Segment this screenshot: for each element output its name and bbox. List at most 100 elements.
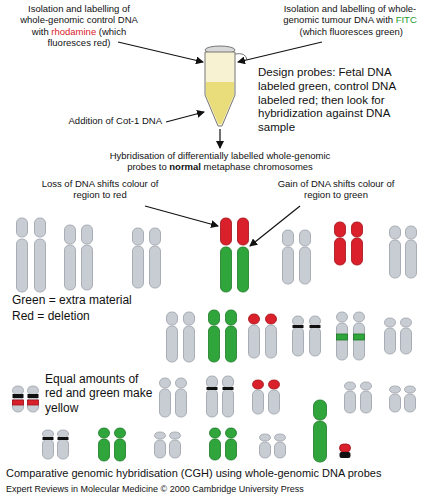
centromere-band: [28, 394, 39, 398]
arrow: [118, 42, 203, 62]
chromosome-arm: [207, 376, 218, 388]
chromosome-arm: [43, 430, 54, 438]
chromosome-arm: [207, 389, 218, 417]
chromosome-arm: [221, 247, 232, 292]
key-note: Equal amounts of red and green make yell…: [45, 372, 152, 415]
callout-note: Gain of DNA shifts colour of region to g…: [278, 178, 395, 200]
chromosome-arm: [345, 382, 356, 390]
handwritten-note: Design probes: Fetal DNA labeled green, …: [258, 66, 395, 133]
chromosome-arm: [293, 327, 304, 356]
chromosome-arm: [253, 380, 264, 389]
chromosome-arm: [176, 389, 187, 417]
chromosome-arm: [167, 326, 178, 362]
credit-line: Expert Reviews in Molecular Medicine © 2…: [6, 484, 304, 494]
chromosome-arm: [35, 239, 46, 292]
chromosome-arm: [221, 218, 232, 245]
chromosome-arm: [390, 386, 401, 393]
chromosome-arm: [405, 394, 416, 412]
key-note: Red = deletion: [12, 309, 90, 323]
chromosome-arm: [390, 240, 401, 278]
chromosome-arm: [266, 325, 277, 358]
chromosome-arm: [390, 394, 401, 412]
text-block: Isolation and labelling of whole-genomic…: [282, 3, 418, 37]
chromosome-band: [337, 334, 348, 340]
probe-source-note: rhodamine: [51, 26, 96, 37]
chromosome-arm: [340, 444, 351, 452]
chromosome-arm: [269, 380, 280, 389]
text-block: Loss of DNA shifts colour of region to r…: [30, 178, 170, 201]
chromosome-arm: [401, 318, 412, 327]
step-note: Addition of Cot-1 DNA: [69, 115, 162, 126]
chromosome-arm: [300, 230, 311, 246]
chromosome-arm: [58, 439, 69, 459]
chromosome-arm: [385, 318, 396, 327]
chromosome-arm: [17, 218, 28, 237]
chromosome-arm: [310, 327, 321, 356]
chromosome-arm: [310, 316, 321, 326]
text-block: Isolation and labelling of whole-genomic…: [14, 3, 144, 49]
arrow: [238, 42, 322, 62]
chromosome-arm: [210, 428, 221, 438]
chromosome-arm: [390, 226, 401, 239]
chromosome-arm: [238, 247, 249, 292]
chromosome-arm: [209, 326, 220, 362]
chromosome-arm: [65, 225, 76, 244]
chromosome-arm: [266, 314, 277, 324]
text-block: Addition of Cot-1 DNA: [50, 115, 162, 126]
centromere-band: [310, 325, 321, 328]
chromosome-arm: [406, 240, 417, 278]
step-note: normal: [169, 161, 201, 172]
probe-source-note: FITC: [396, 14, 417, 25]
chromosome-arm: [17, 239, 28, 292]
chromosome-arm: [210, 439, 221, 460]
chromosome-arm: [340, 452, 351, 458]
chromosome-arm: [361, 382, 372, 390]
chromosome-arm: [352, 238, 363, 265]
centromere-band: [223, 387, 234, 390]
chromosome-arm: [249, 314, 260, 324]
chromosome-band: [354, 334, 365, 340]
chromosome-band: [13, 400, 24, 405]
chromosome-arm: [337, 312, 348, 322]
chromosome-arm: [209, 310, 220, 325]
chromosome-arm: [283, 247, 294, 284]
text-block: Gain of DNA shifts colour of region to g…: [266, 178, 406, 201]
chromosome-arm: [133, 246, 144, 288]
chromosome-arm: [337, 323, 348, 360]
chromosome-arm: [43, 439, 54, 459]
chromosome-arm: [13, 386, 24, 395]
text-block: Green = extra material: [12, 293, 162, 307]
tube-liquid: [206, 82, 234, 124]
chromosome-band: [28, 400, 39, 405]
chromosome-arm: [28, 397, 39, 412]
text-block: Design probes: Fetal DNA labeled green, …: [258, 66, 428, 135]
chromosome-arm: [99, 439, 110, 461]
chromosome-arm: [167, 312, 178, 325]
chromosome-arm: [115, 428, 126, 438]
chromosome-arm: [275, 442, 286, 458]
centromere-band: [58, 437, 69, 440]
callout-note: Loss of DNA shifts colour of region to r…: [42, 178, 159, 200]
text-block: Expert Reviews in Molecular Medicine © 2…: [6, 484, 426, 495]
chromosome-arm: [226, 428, 237, 438]
chromosome-arm: [184, 312, 195, 325]
chromosome-arm: [269, 390, 280, 414]
chromosome-arm: [226, 439, 237, 460]
chromosome-arm: [115, 439, 126, 461]
chromosome-arm: [385, 328, 396, 354]
chromosome-arm: [160, 389, 171, 417]
chromosome-arm: [28, 386, 39, 395]
chromosome-arm: [405, 386, 416, 393]
chromosome-arm: [65, 245, 76, 290]
chromosome-arm: [354, 323, 365, 360]
chromosome-arm: [401, 328, 412, 354]
tube-hinge: [235, 54, 247, 60]
chromosome-arm: [82, 225, 93, 244]
chromosome-arm: [335, 238, 346, 265]
chromosome-arm: [335, 222, 346, 237]
figure-caption: Comparative genomic hybridisation (CGH) …: [6, 467, 426, 480]
chromosome-arm: [361, 391, 372, 413]
tube-body: [205, 52, 235, 126]
chromosome-arm: [260, 434, 271, 441]
